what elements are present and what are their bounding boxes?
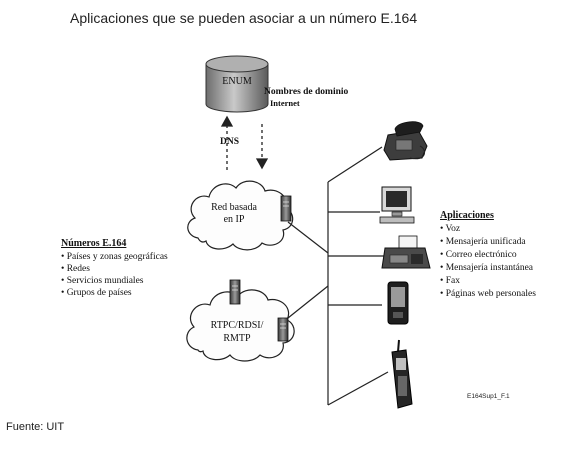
domain-names-label: Nombres de dominio	[264, 87, 349, 97]
numbers-item: • Redes	[61, 264, 90, 274]
telephone-icon	[383, 121, 428, 161]
mobile-phone-icon	[391, 339, 413, 409]
numbers-item: • Servicios mundiales	[61, 276, 144, 286]
applications-item: • Mensajería instantánea	[440, 263, 534, 273]
network-connectors	[287, 146, 389, 406]
pda-icon	[387, 281, 409, 325]
fax-icon	[381, 235, 431, 269]
pstn-network-label-line2: RMTP	[223, 333, 251, 344]
applications-item: • Mensajería unificada	[440, 236, 526, 247]
applications-heading: Aplicaciones	[440, 210, 494, 221]
page-title: Aplicaciones que se pueden asociar a un …	[70, 10, 418, 26]
numbers-item: • Grupos de países	[61, 288, 132, 298]
server-icon	[229, 279, 241, 305]
applications-item: • Voz	[440, 224, 460, 234]
dns-label: DNS	[220, 137, 239, 147]
internet-label: Internet	[270, 98, 300, 108]
numbers-item: • Países y zonas geográficas	[61, 251, 168, 262]
ip-network-label-line1: Red basada	[211, 202, 257, 213]
applications-item: • Correo electrónico	[440, 250, 517, 260]
server-icon	[280, 195, 292, 222]
pstn-network-label-line1: RTPC/RDSI/	[211, 320, 264, 331]
computer-icon	[379, 186, 415, 224]
figure-code: E164Sup1_F.1	[467, 393, 510, 400]
database-icon: ENUM	[205, 55, 269, 113]
dns-arrows	[220, 115, 269, 170]
source-note: Fuente: UIT	[6, 421, 65, 433]
applications-item: • Fax	[440, 276, 460, 286]
enum-label: ENUM	[222, 76, 252, 87]
numbers-heading: Números E.164	[61, 238, 126, 249]
applications-item: • Páginas web personales	[440, 289, 536, 299]
server-icon	[277, 317, 289, 342]
ip-network-label-line2: en IP	[224, 214, 245, 225]
